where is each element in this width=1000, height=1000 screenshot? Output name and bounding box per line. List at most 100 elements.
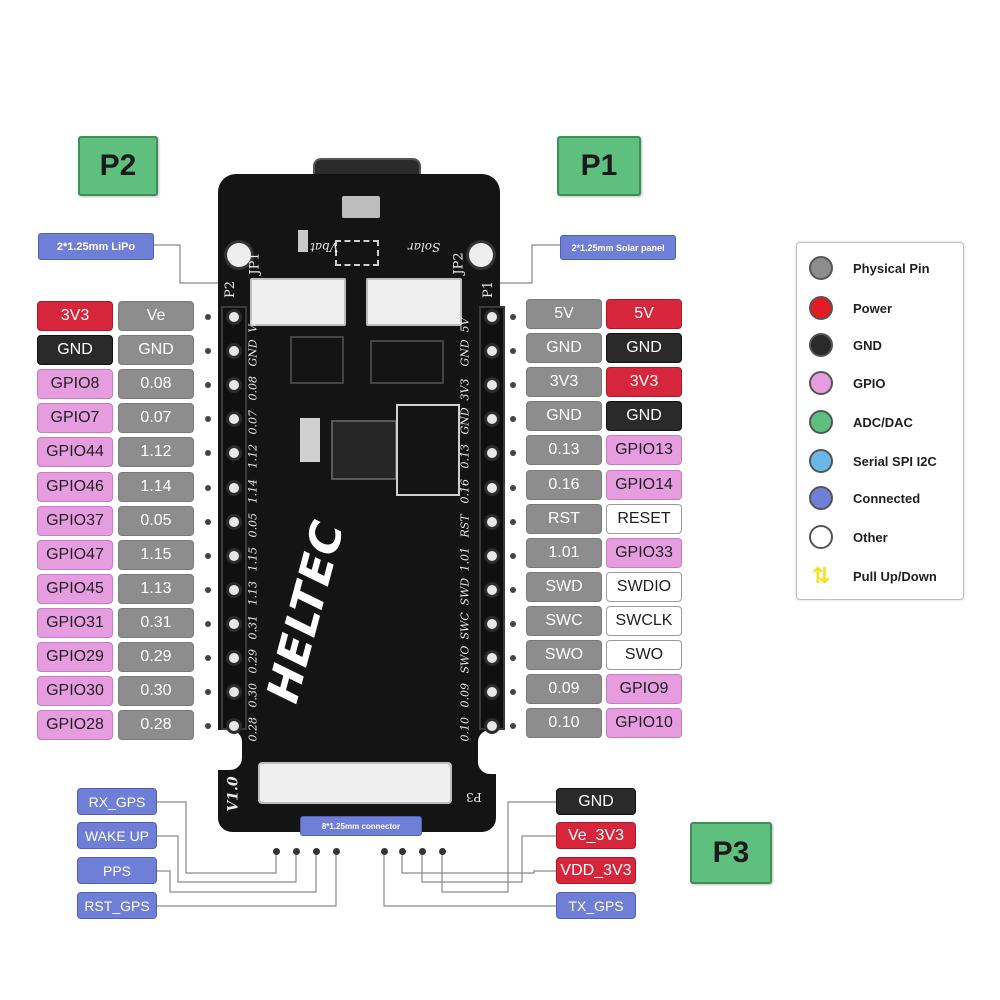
connector-dot [510,552,516,559]
header-p1: P1 [557,136,641,196]
p3-pin-label: GND [556,788,636,815]
mount-hole-left [224,240,254,270]
pin-function-label: GPIO9 [606,674,682,705]
physical-pin-label: RST [526,503,602,534]
pin-function-label: GPIO33 [606,537,682,568]
connector-dot [510,689,516,696]
pin-hole [226,377,242,394]
connector-dot [205,620,211,627]
silk-pin-label: Ve [246,319,260,333]
legend-label: GND [853,337,882,353]
silk-pin-label: 5V [458,317,472,333]
connector-dot [205,348,211,355]
legend-item: ⇅Pull Up/Down [809,561,937,591]
inductor [396,404,460,496]
pin-hole [484,650,500,666]
legend-item: Power [809,293,892,323]
silk-pin-label: 0.10 [458,717,472,742]
pin-hole [484,581,500,598]
physical-pin-label: GND [526,333,602,364]
physical-pin-label: SWD [526,571,602,602]
connector-dot [205,689,211,696]
pin-hole [484,377,500,394]
pin-function-label: 3V3 [37,301,113,331]
p3-pin-label: RST_GPS [77,892,157,919]
silk-jp2: JP2 [451,252,467,275]
pin-hole [226,684,242,701]
connector-dot [205,450,211,457]
legend-item: Serial SPI I2C [809,446,937,476]
pin-function-label: GPIO47 [37,539,113,570]
physical-pin-label: 5V [526,299,602,329]
gps-connector-label: 8*1.25mm connector [300,816,422,836]
pin-hole [226,650,242,666]
legend-label: Connected [853,490,921,506]
legend-label: ADC/DAC [853,414,913,430]
silk-pin-label: 0.08 [246,376,260,401]
silk-pin-label: SWO [458,645,472,674]
button [342,196,380,218]
legend-swatch-circle-icon [809,449,833,473]
physical-pin-label: 0.31 [118,607,194,638]
header-p3: P3 [690,822,772,884]
pin-function-label: GPIO10 [606,708,682,739]
silk-pin-label: 0.07 [246,410,260,435]
legend-label: GPIO [853,375,886,391]
connector-dot [205,314,211,320]
pin-hole [226,479,242,496]
legend-swatch-circle-icon [809,333,833,357]
physical-pin-label: 0.09 [526,674,602,705]
legend-label: Physical Pin [853,260,930,276]
connector-dot [205,484,211,491]
silk-version: V1.0 [225,776,242,812]
legend-swatch-circle-icon [809,525,833,549]
physical-pin-label: 0.29 [118,642,194,672]
physical-pin-label: 0.05 [118,505,194,536]
pin-hole [226,547,242,564]
pin-hole [484,513,500,530]
jst-solar-connector [366,278,462,326]
legend-swatch-circle-icon [809,256,833,280]
silk-pin-label: 0.16 [458,478,472,504]
physical-pin-label: 0.28 [118,710,194,741]
legend-swatch-circle-icon [809,486,833,510]
legend-item: Physical Pin [809,253,930,283]
pin-function-label: GPIO45 [37,573,113,604]
silk-pin-label: SWC [458,612,472,640]
pin-function-label: GPIO31 [37,607,113,638]
pin-hole [484,343,500,360]
connector-dot [510,314,516,320]
pin-function-label: GPIO44 [37,437,113,468]
silk-pin-label: SWD [458,577,472,606]
connector-dot [205,655,211,661]
connector-dot [205,382,211,389]
solar-connector-label: 2*1.25mm Solar panel [560,235,676,260]
pin-hole [226,513,242,530]
legend-swatch-circle-icon [809,371,833,395]
pin-function-label: GPIO7 [37,403,113,434]
pin-function-label: GPIO37 [37,505,113,536]
silk-p3: P3 [466,790,482,804]
silk-pin-label: 1.01 [458,546,472,572]
connector-dot [510,518,516,525]
connector-dot [205,416,211,423]
connector-dot [510,450,516,457]
physical-pin-label: 0.16 [526,469,602,500]
legend-item: GPIO [809,368,886,398]
connector-dot [510,348,516,355]
connector-dot [205,552,211,559]
silk-pin-label: GND [246,339,260,367]
silk-pin-label: GND [458,339,472,367]
silk-pin-label: RST [458,513,472,538]
pin-function-label: 3V3 [606,367,682,398]
legend-label: Serial SPI I2C [853,453,937,469]
pin-hole [226,411,242,428]
pin-function-label: GPIO28 [37,710,113,741]
physical-pin-label: 0.30 [118,676,194,707]
connector-dot [510,655,516,661]
pin-function-label: GND [606,333,682,364]
p3-pin-label: PPS [77,857,157,884]
pin-function-label: SWDIO [606,571,682,602]
jst-lipo-connector [250,278,346,326]
